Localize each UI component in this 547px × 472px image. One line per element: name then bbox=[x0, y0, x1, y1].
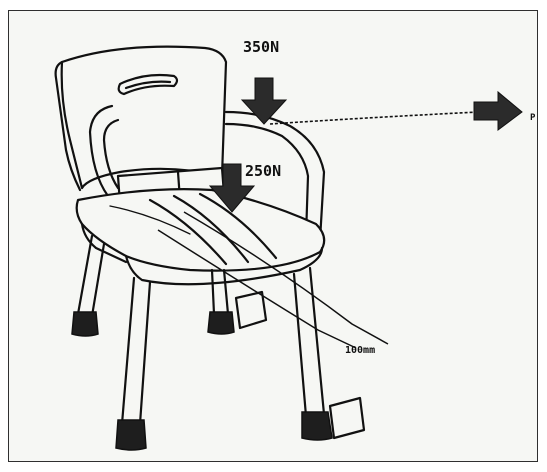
force-line-p bbox=[269, 111, 479, 125]
chair-leg-front-right bbox=[292, 266, 326, 418]
chair-seat-front-edge bbox=[124, 246, 324, 286]
chair-right-armrest bbox=[224, 110, 326, 242]
chair-leg-back-left bbox=[76, 234, 106, 318]
foot-back-left bbox=[71, 311, 99, 337]
dimension-line-inner bbox=[157, 229, 357, 349]
foot-back-right bbox=[207, 311, 235, 335]
force-arrow-250n bbox=[208, 163, 256, 213]
label-p: P bbox=[530, 113, 536, 123]
chair bbox=[54, 45, 366, 440]
foot-front-left bbox=[115, 419, 147, 451]
chair-seat-slats bbox=[148, 192, 278, 266]
chair-front-block bbox=[328, 396, 366, 440]
chair-handle-slot bbox=[117, 73, 179, 96]
chair-feet bbox=[71, 311, 333, 451]
label-350n: 350N bbox=[243, 38, 279, 56]
foot-front-right bbox=[301, 411, 333, 441]
chair-leg-back-right bbox=[210, 268, 230, 316]
dimension-lines bbox=[157, 211, 389, 349]
chair-rear-block bbox=[234, 290, 268, 330]
label-250n: 250N bbox=[245, 162, 281, 180]
chair-leg-front-left bbox=[120, 276, 152, 426]
label-100mm: 100mm bbox=[345, 345, 375, 356]
dimension-line-outer bbox=[183, 211, 389, 345]
chair-left-armrest bbox=[88, 104, 114, 198]
force-arrow-p bbox=[473, 90, 523, 131]
chair-backrest-edge bbox=[54, 60, 82, 192]
chair-backrest bbox=[60, 45, 228, 190]
force-arrow-350n bbox=[240, 77, 288, 125]
chair-seat bbox=[75, 188, 326, 272]
